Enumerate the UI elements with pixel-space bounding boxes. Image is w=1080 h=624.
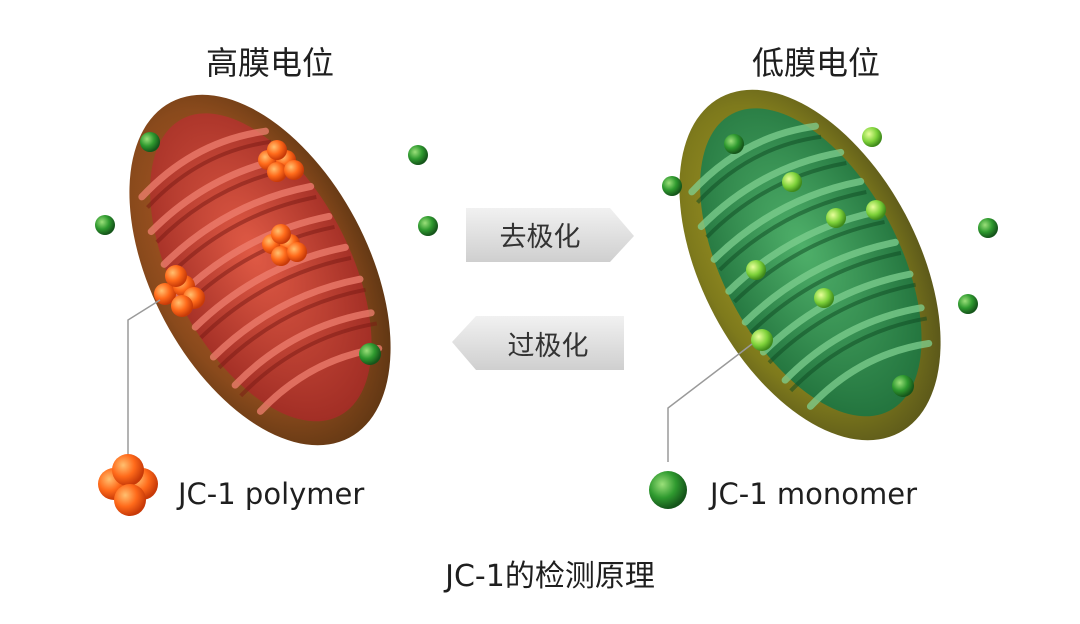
left-title: 高膜电位 <box>206 44 334 82</box>
depolarization-arrow: 去极化 <box>466 208 634 262</box>
monomer-legend-icon <box>649 471 687 509</box>
caption: JC-1的检测原理 <box>443 559 655 594</box>
hyperpolarization-label: 过极化 <box>508 331 589 362</box>
left-outside-monomers <box>95 132 438 365</box>
polymer-legend-icon <box>98 454 158 516</box>
depolarization-label: 去极化 <box>500 222 581 253</box>
right-mitochondrion <box>679 89 941 441</box>
polymer-cluster-1 <box>258 140 304 182</box>
right-inside-monomers <box>746 127 886 351</box>
right-outside-monomers <box>662 134 998 397</box>
monomer-legend-label: JC-1 monomer <box>708 477 917 511</box>
right-cristae-shadow <box>696 134 928 393</box>
left-pointer-line <box>127 299 161 460</box>
polymer-legend-label: JC-1 polymer <box>176 477 364 511</box>
right-title: 低膜电位 <box>752 44 880 82</box>
hyperpolarization-arrow: 过极化 <box>452 316 624 370</box>
polymer-cluster-3 <box>154 265 205 317</box>
left-mitochondrion <box>129 94 391 446</box>
polymer-cluster-2 <box>262 224 307 266</box>
right-pointer-line <box>667 343 753 462</box>
